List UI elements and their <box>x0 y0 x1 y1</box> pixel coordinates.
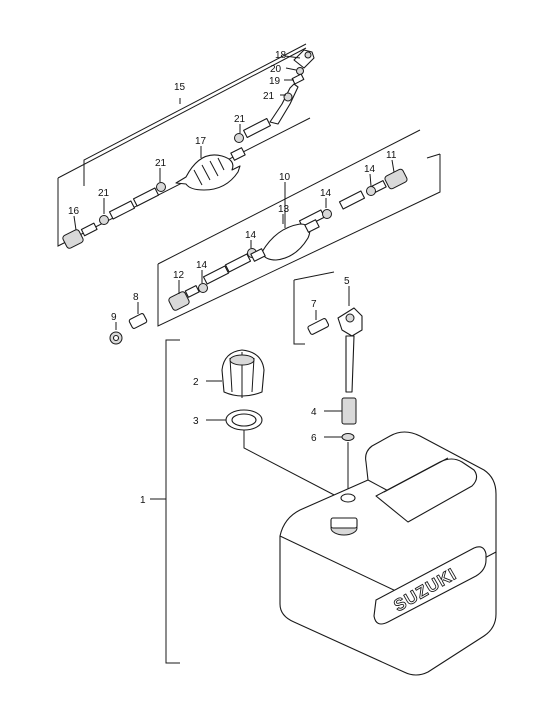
fuel-tank: SUZUKI <box>279 431 497 676</box>
connector-12 <box>168 285 200 311</box>
nut-9 <box>109 322 123 345</box>
label-17: 17 <box>195 136 207 147</box>
label-14-d: 14 <box>196 260 208 271</box>
connector-16 <box>62 215 98 249</box>
label-12: 12 <box>173 270 185 281</box>
fuel-cap-2 <box>206 349 265 398</box>
fitting-8 <box>128 302 148 329</box>
label-13: 13 <box>278 204 290 215</box>
label-11: 11 <box>386 150 397 161</box>
leader-lines <box>103 55 395 294</box>
label-18: 18 <box>275 50 287 61</box>
label-1: 1 <box>140 495 146 506</box>
lower-hose-pieces <box>202 190 366 285</box>
fittings-19-20 <box>291 67 305 85</box>
hose-assembly-frame-10 <box>157 129 441 327</box>
elbow-fitting-18 <box>293 49 315 69</box>
connector-11 <box>371 168 408 193</box>
label-7: 7 <box>311 299 317 310</box>
label-19: 19 <box>269 76 281 87</box>
fitting-frame-5-7 <box>293 271 335 345</box>
label-14-a: 14 <box>364 164 376 175</box>
label-20: 20 <box>270 64 282 75</box>
part-labels: 18 20 19 21 15 21 17 21 21 16 11 14 10 1… <box>68 50 397 506</box>
label-4: 4 <box>311 407 317 418</box>
fitting-7 <box>307 310 330 335</box>
label-14-c: 14 <box>245 230 257 241</box>
label-21-right: 21 <box>234 114 246 125</box>
label-14-b: 14 <box>320 188 332 199</box>
label-21-top: 21 <box>263 91 275 102</box>
upper-hose-pieces <box>108 83 299 220</box>
label-21-left: 21 <box>98 188 110 199</box>
label-16: 16 <box>68 206 80 217</box>
primer-bulb-17 <box>175 147 246 191</box>
pickup-elbow-5 <box>337 286 363 393</box>
label-10: 10 <box>279 172 291 183</box>
fuel-filter-4 <box>324 397 357 425</box>
clamps-21 <box>99 92 293 225</box>
label-2: 2 <box>193 377 199 388</box>
label-5: 5 <box>344 276 350 287</box>
clamps-14 <box>198 186 376 293</box>
label-15: 15 <box>174 82 186 93</box>
label-6: 6 <box>311 433 317 444</box>
gasket-3 <box>206 409 341 499</box>
primer-bulb-13 <box>250 219 320 262</box>
label-3: 3 <box>193 416 199 427</box>
gasket-6 <box>324 433 355 490</box>
label-21-mid: 21 <box>155 158 167 169</box>
tank-assembly-bracket-1 <box>150 339 180 664</box>
label-8: 8 <box>133 292 139 303</box>
label-9: 9 <box>111 312 117 323</box>
